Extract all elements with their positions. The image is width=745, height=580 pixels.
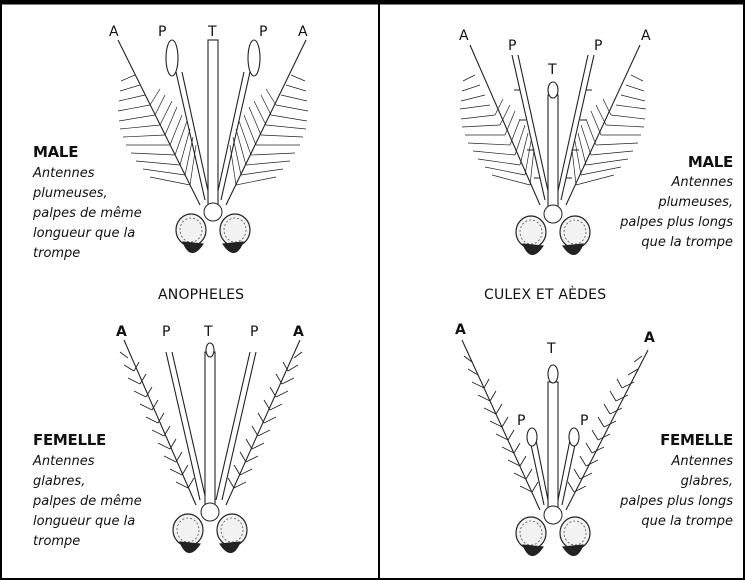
culex-male-title: MALE bbox=[688, 153, 733, 171]
desc-line: que la trompe bbox=[593, 233, 733, 253]
desc-line: que la trompe bbox=[593, 512, 733, 532]
desc-line: trompe bbox=[33, 532, 163, 552]
desc-line: Antennes bbox=[593, 452, 733, 472]
label-a-right: A bbox=[298, 24, 308, 40]
label-t: T bbox=[548, 62, 557, 78]
desc-line: plumeuses, bbox=[593, 193, 733, 213]
label-p-right: P bbox=[580, 413, 588, 429]
label-p-right: P bbox=[594, 38, 602, 54]
label-a-right: A bbox=[644, 330, 655, 346]
label-t: T bbox=[547, 341, 556, 357]
culex-male-description: Antennes plumeuses, palpes plus longs qu… bbox=[593, 173, 733, 253]
label-p-right: P bbox=[259, 24, 267, 40]
label-a-right: A bbox=[641, 28, 651, 44]
desc-line: trompe bbox=[33, 244, 163, 264]
label-p-left: P bbox=[162, 324, 170, 340]
anopheles-male-title: MALE bbox=[33, 143, 78, 161]
culex-female-title: FEMELLE bbox=[660, 431, 733, 449]
label-p-left: P bbox=[508, 38, 516, 54]
desc-line: palpes de même bbox=[33, 204, 163, 224]
genus-culex: CULEX ET AÈDES bbox=[484, 287, 606, 303]
desc-line: palpes plus longs bbox=[593, 213, 733, 233]
desc-line: palpes plus longs bbox=[593, 492, 733, 512]
desc-line: Antennes bbox=[33, 452, 163, 472]
desc-line: palpes de même bbox=[33, 492, 163, 512]
label-t: T bbox=[204, 324, 213, 340]
desc-line: Antennes bbox=[593, 173, 733, 193]
label-a-left: A bbox=[455, 322, 466, 338]
desc-line: glabres, bbox=[593, 472, 733, 492]
culex-female-description: Antennes glabres, palpes plus longs que … bbox=[593, 452, 733, 532]
desc-line: glabres, bbox=[33, 472, 163, 492]
label-t: T bbox=[208, 24, 217, 40]
anopheles-female-description: Antennes glabres, palpes de même longueu… bbox=[33, 452, 163, 552]
label-p-right: P bbox=[250, 324, 258, 340]
label-a-left: A bbox=[459, 28, 469, 44]
label-a-right: A bbox=[293, 324, 304, 340]
anopheles-female-title: FEMELLE bbox=[33, 431, 106, 449]
label-a-left: A bbox=[116, 324, 127, 340]
desc-line: longueur que la bbox=[33, 224, 163, 244]
label-p-left: P bbox=[158, 24, 166, 40]
desc-line: plumeuses, bbox=[33, 184, 163, 204]
anopheles-male-description: Antennes plumeuses, palpes de même longu… bbox=[33, 164, 163, 264]
label-a-left: A bbox=[109, 24, 119, 40]
desc-line: longueur que la bbox=[33, 512, 163, 532]
genus-anopheles: ANOPHELES bbox=[158, 287, 244, 303]
desc-line: Antennes bbox=[33, 164, 163, 184]
label-p-left: P bbox=[517, 413, 525, 429]
